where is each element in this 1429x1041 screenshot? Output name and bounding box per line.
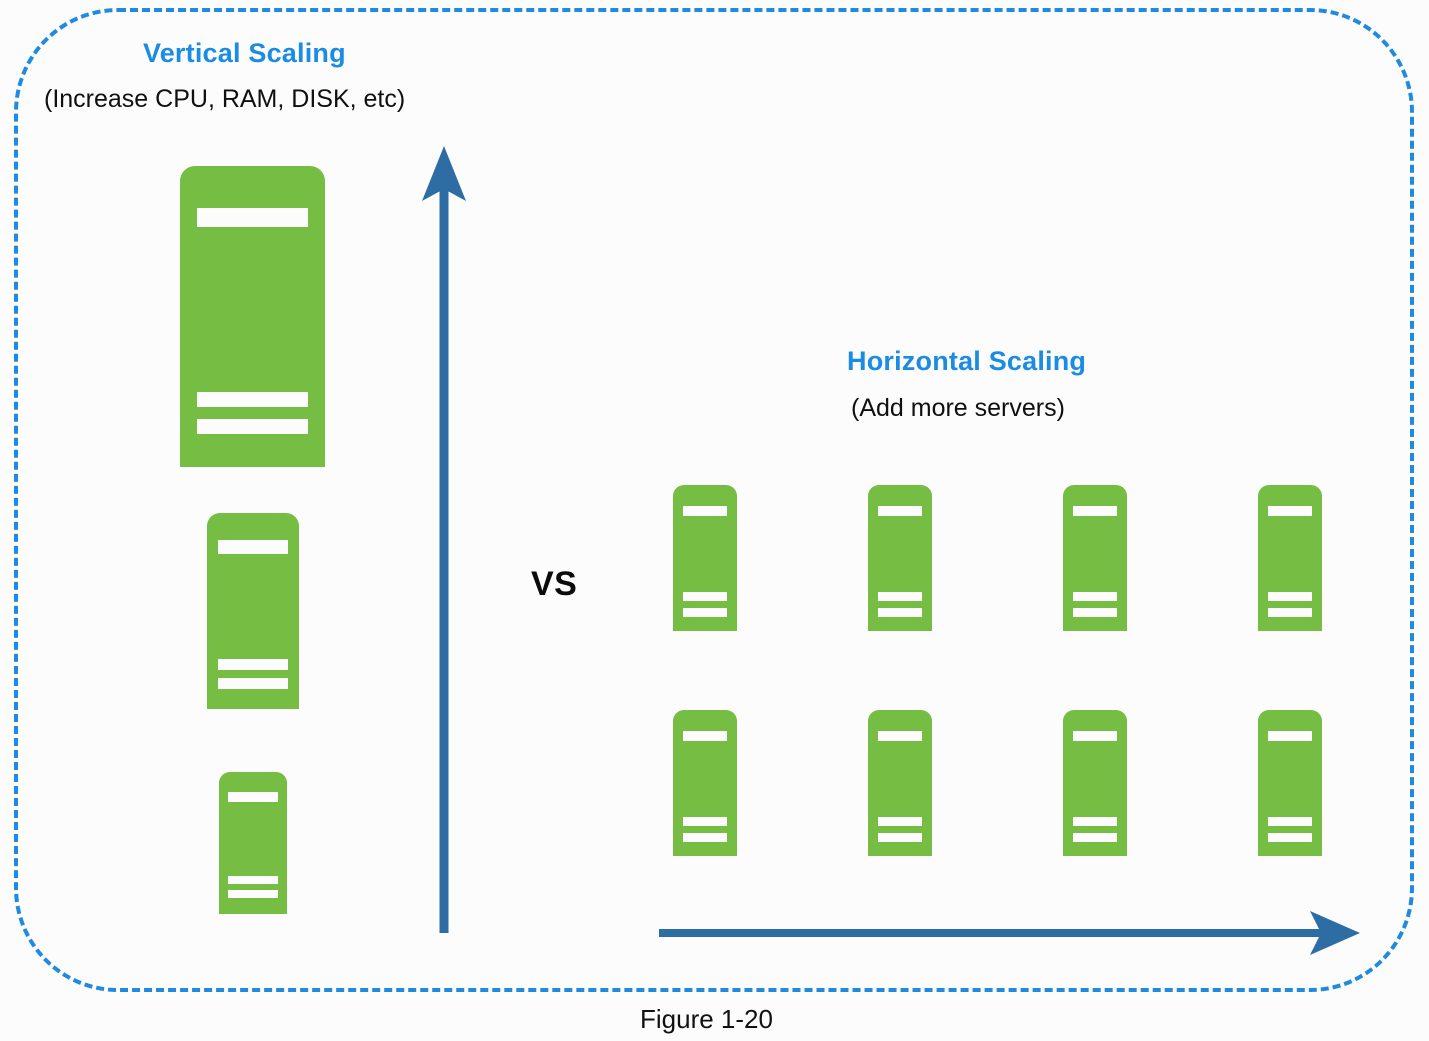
- grid-server-r2c4: [1258, 710, 1322, 856]
- server-tower-large: [180, 166, 325, 467]
- arrow-right-icon: [659, 911, 1360, 955]
- vertical-scaling-subtitle: (Increase CPU, RAM, DISK, etc): [44, 85, 406, 113]
- server-slot-top: [1268, 731, 1312, 741]
- horizontal-scaling-subtitle: (Add more servers): [851, 394, 1065, 422]
- arrow-up-icon: [422, 146, 466, 933]
- server-slot-bottom-2: [878, 833, 922, 842]
- server-slot-bottom-2: [683, 833, 727, 842]
- server-slot-bottom-1: [1073, 592, 1117, 601]
- server-slot-bottom-1: [683, 817, 727, 826]
- server-slot-top: [227, 792, 279, 802]
- grid-server-r2c1: [673, 710, 737, 856]
- server-slot-top: [878, 731, 922, 741]
- server-slot-bottom-2: [1073, 833, 1117, 842]
- server-slot-top: [683, 506, 727, 516]
- grid-server-r2c3: [1063, 710, 1127, 856]
- server-slot-bottom-1: [878, 592, 922, 601]
- server-slot-bottom-1: [683, 592, 727, 601]
- dashed-border-frame: [14, 8, 1414, 992]
- server-slot-bottom-1: [227, 876, 279, 884]
- grid-server-r1c4: [1258, 485, 1322, 631]
- server-slot-top: [683, 731, 727, 741]
- server-slot-bottom-2: [878, 608, 922, 617]
- server-slot-top: [1268, 506, 1312, 516]
- server-slot-top: [1073, 506, 1117, 516]
- server-slot-bottom-1: [196, 392, 309, 407]
- grid-server-r2c2: [868, 710, 932, 856]
- horizontal-scaling-title: Horizontal Scaling: [847, 346, 1087, 376]
- server-slot-bottom-1: [1268, 817, 1312, 826]
- server-tower-medium: [207, 513, 299, 709]
- grid-server-r1c2: [868, 485, 932, 631]
- server-slot-top: [878, 506, 922, 516]
- server-slot-bottom-2: [227, 890, 279, 898]
- server-slot-bottom-1: [878, 817, 922, 826]
- grid-server-r1c1: [673, 485, 737, 631]
- server-slot-bottom-2: [683, 608, 727, 617]
- server-slot-bottom-2: [1268, 608, 1312, 617]
- figure-caption: Figure 1-20: [640, 1004, 773, 1034]
- server-slot-bottom-2: [1073, 608, 1117, 617]
- vertical-scaling-title: Vertical Scaling: [143, 38, 346, 68]
- server-slot-bottom-1: [1268, 592, 1312, 601]
- server-slot-top: [196, 208, 309, 227]
- server-tower-small: [219, 772, 287, 914]
- server-slot-bottom-2: [217, 678, 289, 689]
- server-slot-top: [1073, 731, 1117, 741]
- server-slot-bottom-1: [1073, 817, 1117, 826]
- vs-label: VS: [531, 565, 578, 603]
- server-slot-bottom-2: [1268, 833, 1312, 842]
- server-slot-bottom-1: [217, 659, 289, 670]
- server-slot-bottom-2: [196, 419, 309, 434]
- grid-server-r1c3: [1063, 485, 1127, 631]
- server-slot-top: [217, 540, 289, 554]
